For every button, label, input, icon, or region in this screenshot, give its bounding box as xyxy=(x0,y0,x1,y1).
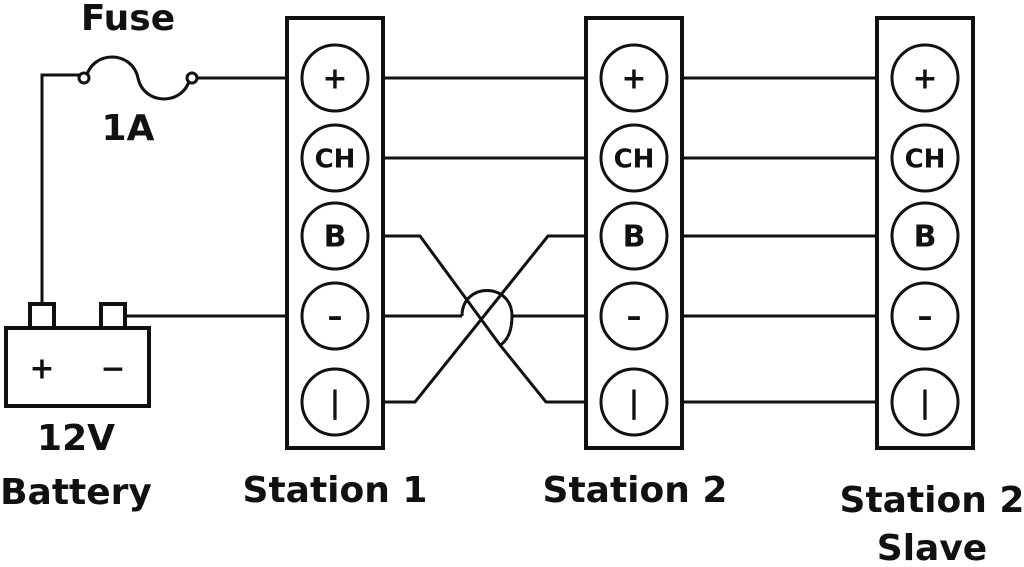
battery-minus-post xyxy=(99,302,127,330)
battery-label: Battery xyxy=(0,472,152,513)
station-2-label: Station 2 xyxy=(543,470,728,511)
battery-minus-sign: − xyxy=(100,352,125,387)
station-2-terminal-line-label: | xyxy=(629,386,640,421)
station-2-slave-terminal-line-label: | xyxy=(920,386,931,421)
station-1-terminal-minus xyxy=(300,281,370,351)
station-2-slave-terminal-b xyxy=(890,201,960,271)
station-2: + CH B – | xyxy=(584,16,684,450)
station-2-terminal-b xyxy=(599,201,669,271)
station-1-terminal-ch-label: CH xyxy=(315,145,356,175)
station-1-terminal-plus-label: + xyxy=(322,62,347,97)
station-1: + CH B – | xyxy=(285,16,385,450)
fuse-left-contact xyxy=(77,71,91,85)
station-1-terminal-minus-label: – xyxy=(328,300,343,335)
station-2-terminal-b-label: B xyxy=(623,220,646,255)
wire-hop-arc xyxy=(460,289,514,347)
station-2-terminal-minus-label: – xyxy=(627,300,642,335)
station-1-terminal-b xyxy=(300,201,370,271)
station-1-label: Station 1 xyxy=(243,470,428,511)
station-2-slave-terminal-ch xyxy=(890,123,960,193)
station-2-slave-terminal-plus-label: + xyxy=(912,62,937,97)
station-2-terminal-plus-label: + xyxy=(621,62,646,97)
station-2-slave-terminal-b-label: B xyxy=(914,220,937,255)
station-2-terminal-ch xyxy=(599,123,669,193)
battery-body xyxy=(4,326,151,408)
station-2-slave-terminals: + CH B – | xyxy=(890,43,960,437)
station-2-terminal-plus xyxy=(599,43,669,113)
battery-plus-sign: + xyxy=(29,352,54,387)
station-1-terminal-ch xyxy=(300,123,370,193)
fuse-symbol xyxy=(84,55,192,101)
battery-plus-post xyxy=(28,302,56,330)
station-2-slave-terminal-ch-label: CH xyxy=(905,145,946,175)
station-1-terminal-b-label: B xyxy=(324,220,347,255)
station-2-terminal-minus xyxy=(599,281,669,351)
wire-battery-plus-to-fuse xyxy=(40,73,80,302)
station-2-slave-terminal-plus xyxy=(890,43,960,113)
fuse-rating-label: 1A xyxy=(102,108,155,149)
wire-s1-line-to-s2-b xyxy=(368,234,601,404)
station-2-slave-terminal-line xyxy=(890,367,960,437)
wires xyxy=(40,55,893,404)
station-2-slave-terminal-minus-label: – xyxy=(918,300,933,335)
station-2-terminals: + CH B – | xyxy=(599,43,669,437)
station-1-terminals: + CH B – | xyxy=(300,43,370,437)
station-2-terminal-ch-label: CH xyxy=(614,145,655,175)
station-2-slave-terminal-minus xyxy=(890,281,960,351)
battery: + − xyxy=(4,302,151,408)
station-2-slave: + CH B – | xyxy=(875,16,975,450)
station-1-terminal-line xyxy=(300,367,370,437)
battery-voltage-label: 12V xyxy=(37,418,115,459)
station-2-terminal-line xyxy=(599,367,669,437)
station-1-terminal-plus xyxy=(300,43,370,113)
fuse-right-contact xyxy=(185,71,199,85)
wire-s1-b-to-s2-line xyxy=(368,234,601,404)
station-2-slave-label-line1: Station 2 xyxy=(840,480,1024,521)
fuse-label: Fuse xyxy=(81,0,175,39)
station-2-slave-label-line2: Slave xyxy=(877,528,987,567)
station-1-terminal-line-label: | xyxy=(330,386,341,421)
